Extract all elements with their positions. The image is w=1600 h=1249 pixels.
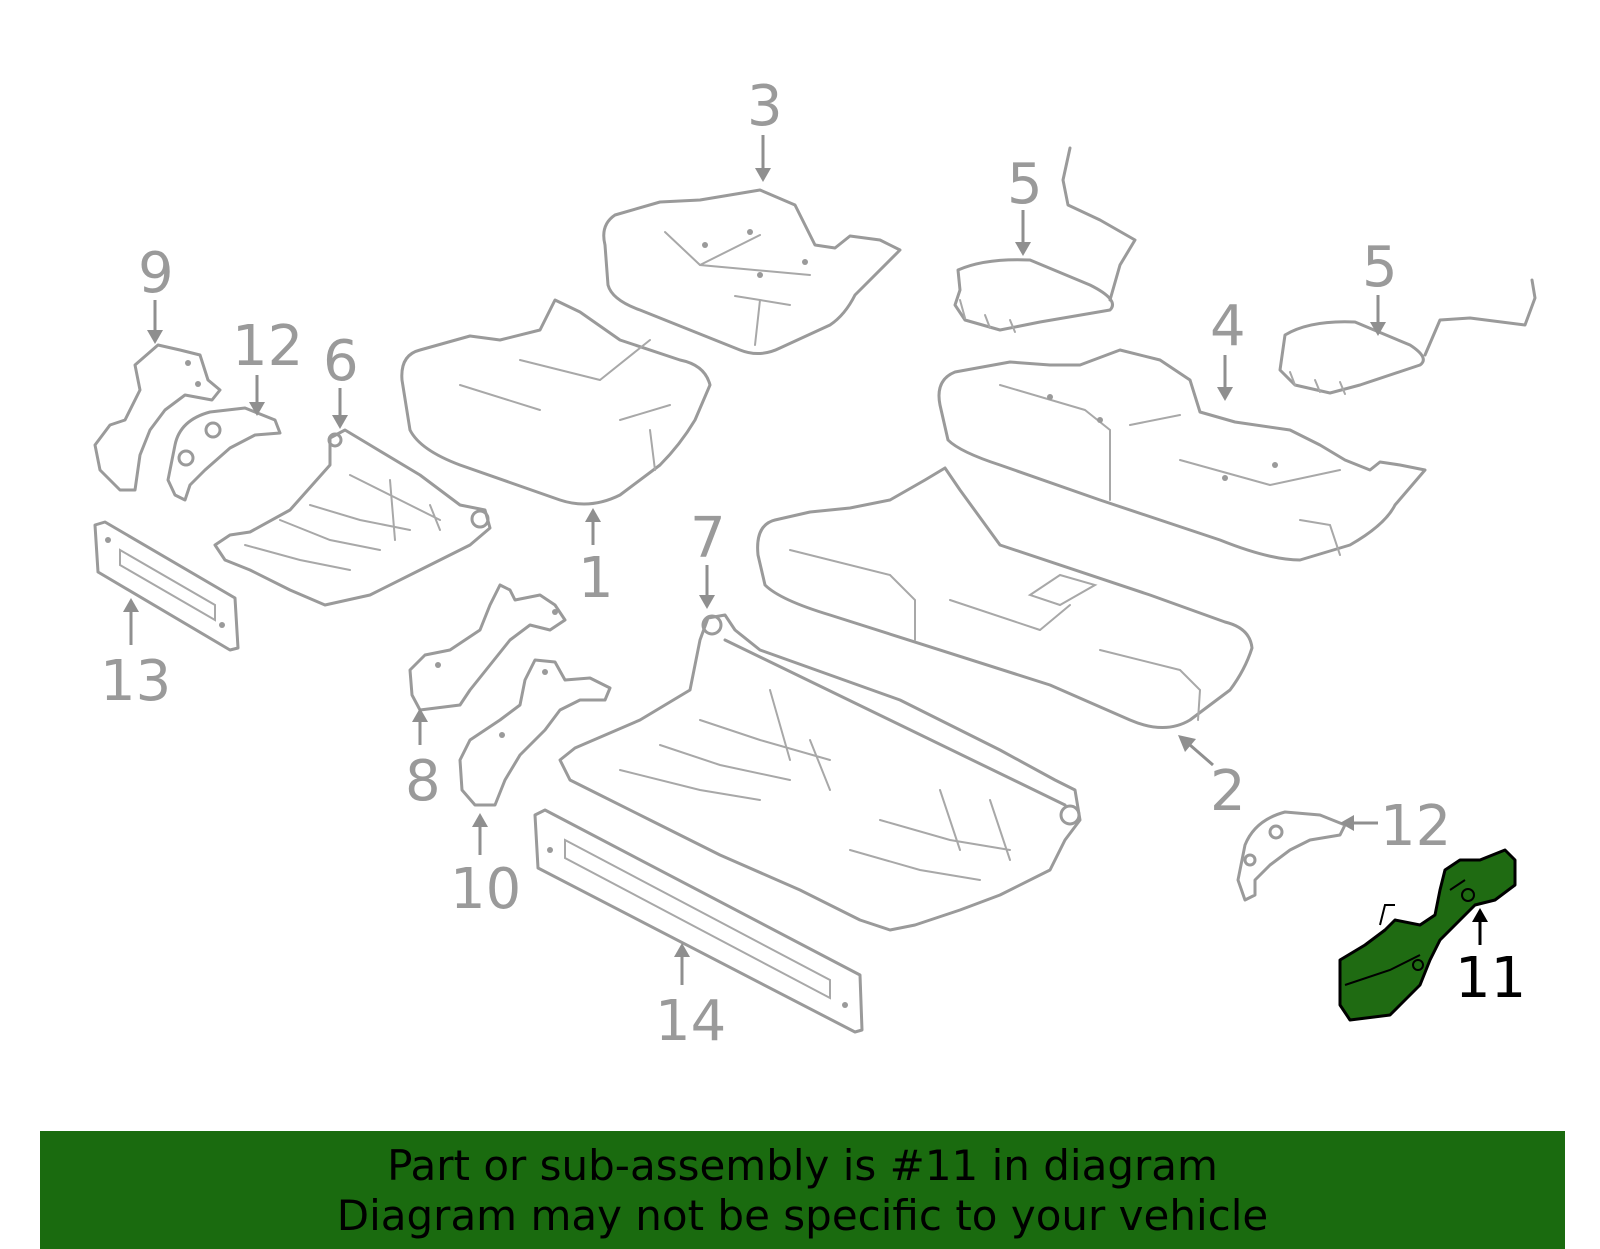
part-11-highlighted[interactable] bbox=[1338, 848, 1517, 1022]
callout-5a[interactable]: 5 bbox=[1007, 152, 1043, 217]
callout-3[interactable]: 3 bbox=[747, 74, 783, 139]
part-10-bracket[interactable] bbox=[458, 658, 612, 807]
callout-10[interactable]: 10 bbox=[450, 857, 521, 922]
banner-line-1: Part or sub-assembly is #11 in diagram bbox=[387, 1141, 1218, 1190]
part-12a-bracket[interactable] bbox=[166, 406, 282, 502]
part-12b-bracket[interactable] bbox=[1236, 810, 1347, 902]
callout-12b[interactable]: 12 bbox=[1380, 794, 1451, 859]
callout-14[interactable]: 14 bbox=[655, 989, 726, 1054]
banner-line-2: Diagram may not be specific to your vehi… bbox=[336, 1191, 1269, 1240]
parts-diagram: 3 1 5 5 4 9 12 6 13 8 7 10 14 2 12 11 bbox=[93, 74, 1537, 1054]
callout-2[interactable]: 2 bbox=[1210, 759, 1246, 824]
info-banner: Part or sub-assembly is #11 in diagram D… bbox=[40, 1131, 1565, 1249]
part-9-bracket[interactable] bbox=[93, 343, 222, 492]
part-14-plate[interactable] bbox=[533, 808, 864, 1034]
part-6-frame[interactable] bbox=[213, 428, 492, 607]
callout-6[interactable]: 6 bbox=[323, 329, 359, 394]
part-8-bracket[interactable] bbox=[408, 583, 567, 712]
callout-9[interactable]: 9 bbox=[138, 241, 174, 306]
callout-arrows bbox=[123, 135, 1488, 985]
callout-13[interactable]: 13 bbox=[100, 649, 171, 714]
callout-4[interactable]: 4 bbox=[1210, 294, 1246, 359]
part-7-frame[interactable] bbox=[558, 613, 1082, 932]
callout-5b[interactable]: 5 bbox=[1362, 235, 1398, 300]
part-2-rear-seat[interactable] bbox=[756, 466, 1254, 729]
callout-12a[interactable]: 12 bbox=[232, 314, 303, 379]
part-3-cushion[interactable] bbox=[602, 188, 902, 355]
part-1-cushion[interactable] bbox=[400, 298, 712, 506]
callout-1[interactable]: 1 bbox=[578, 546, 614, 611]
callout-8[interactable]: 8 bbox=[405, 749, 441, 814]
part-5a-pad[interactable] bbox=[953, 146, 1137, 333]
part-5b-pad[interactable] bbox=[1278, 278, 1537, 395]
callout-11-highlighted[interactable]: 11 bbox=[1455, 946, 1526, 1011]
part-13-plate[interactable] bbox=[93, 520, 240, 652]
callout-labels: 3 1 5 5 4 9 12 6 13 8 7 10 14 2 12 11 bbox=[100, 74, 1526, 1054]
callout-7[interactable]: 7 bbox=[690, 506, 726, 571]
part-4-rear-cushion[interactable] bbox=[937, 348, 1427, 562]
